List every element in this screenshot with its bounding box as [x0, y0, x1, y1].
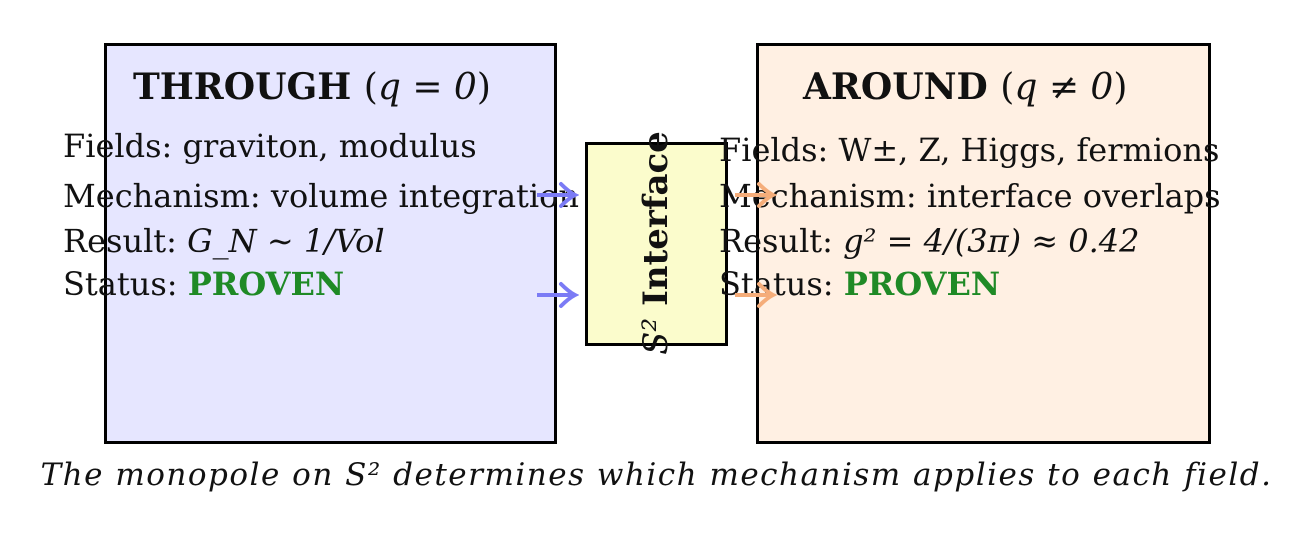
around-box	[756, 43, 1211, 444]
around-mechanism: Mechanism: interface overlaps	[719, 177, 1221, 215]
through-box	[104, 43, 557, 444]
through-title-text: THROUGH	[133, 66, 352, 108]
around-status-value: PROVEN	[843, 265, 1001, 303]
around-title: AROUND (q ≠ 0)	[803, 66, 1127, 108]
around-title-text: AROUND	[803, 66, 988, 108]
through-result-label: Result:	[63, 222, 188, 260]
arrow-right-icon	[735, 282, 777, 308]
interface-label: S² Interface	[636, 131, 676, 355]
through-result-formula: G_N ∼ 1/Vol	[187, 222, 385, 260]
through-condition: (q = 0)	[363, 67, 491, 108]
interface-box	[585, 142, 728, 346]
through-status-label: Status:	[63, 265, 188, 303]
through-result: Result: G_N ∼ 1/Vol	[63, 225, 385, 257]
arrow-right-icon	[735, 182, 777, 208]
around-result: Result: g² = 4/(3π) ≈ 0.42	[719, 225, 1139, 257]
interface-text: Interface	[636, 131, 676, 307]
through-status-value: PROVEN	[187, 265, 345, 303]
arrow-right-icon	[537, 282, 579, 308]
through-mechanism: Mechanism: volume integration	[63, 177, 579, 215]
around-fields: Fields: W±, Z, Higgs, fermions	[719, 131, 1220, 169]
interface-symbol: S²	[636, 317, 676, 355]
through-condition-text: q = 0	[377, 67, 477, 108]
around-result-label: Result:	[719, 222, 844, 260]
around-result-formula: g² = 4/(3π) ≈ 0.42	[843, 222, 1140, 260]
through-fields: Fields: graviton, modulus	[63, 127, 477, 165]
around-condition-text: q ≠ 0	[1014, 67, 1114, 108]
caption: The monopole on S² determines which mech…	[40, 457, 1273, 493]
through-status: Status: PROVEN	[63, 268, 344, 300]
arrow-right-icon	[537, 182, 579, 208]
around-condition: (q ≠ 0)	[1000, 67, 1128, 108]
through-title: THROUGH (q = 0)	[133, 66, 491, 108]
